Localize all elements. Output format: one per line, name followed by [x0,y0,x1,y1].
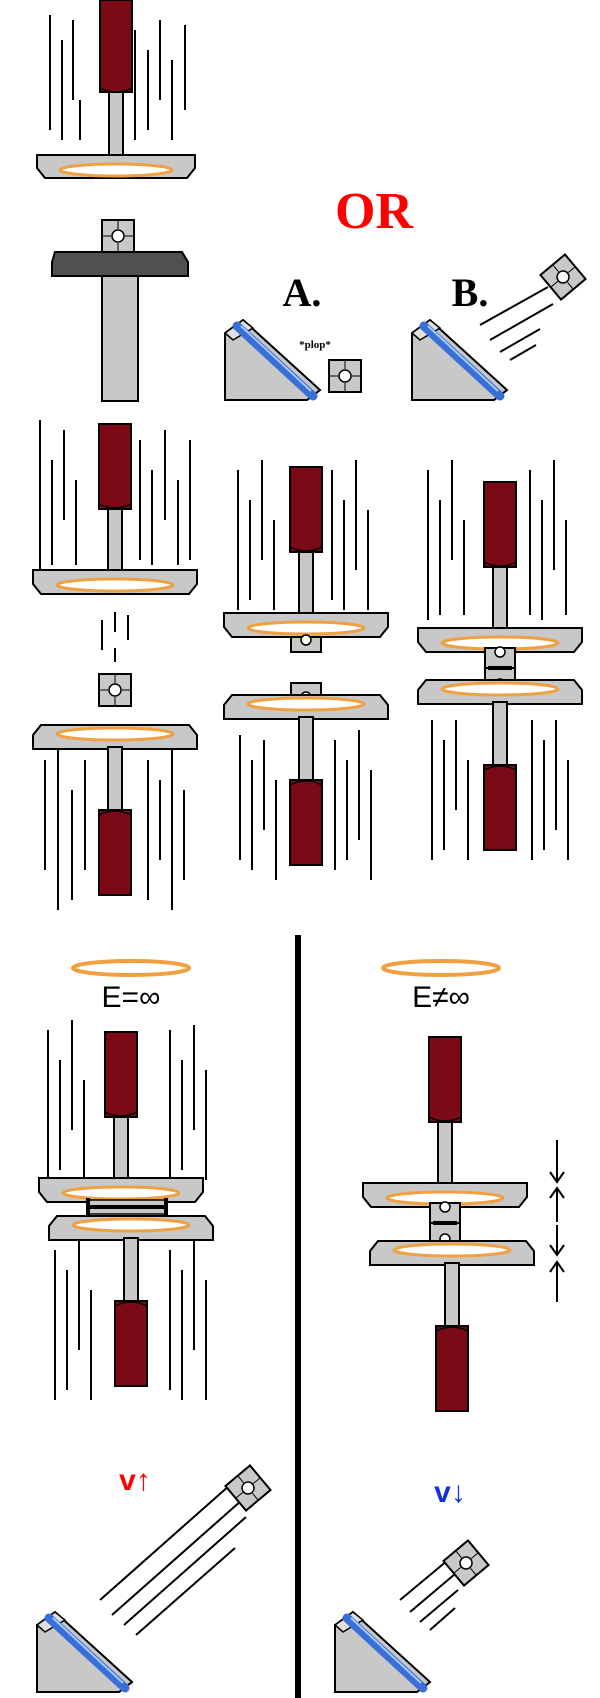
bottom-left-scene: E=∞ v↑ [37,959,272,1692]
velocity-up-label: v↑ [119,1464,151,1497]
motion-lines-icon [431,720,569,860]
cube-icon [101,219,135,253]
option-a: A. *plop* [225,270,362,400]
ramp-icon [37,1612,132,1692]
piston-icon [416,480,584,654]
cube-icon [539,253,587,301]
cube-icon [86,1198,168,1218]
piston-icon [31,422,199,596]
cube-icon [224,1464,272,1512]
motion-lines-icon [99,1484,247,1636]
bottom-right-scene: E≠∞ v↓ [335,959,565,1692]
portal-ring-icon [71,959,191,977]
velocity-down-label: v↓ [434,1476,466,1509]
cube-icon [328,359,362,393]
cube-icon [98,673,132,707]
cube-icon [429,1201,461,1245]
ramp-icon [335,1612,430,1692]
piston-icon [36,0,196,179]
motion-lines-icon [479,286,554,361]
motion-lines-icon [427,460,567,620]
piston-icon [37,1030,205,1204]
piston-icon [222,693,390,867]
option-b-label: B. [452,270,489,315]
energy-infinite-label: E=∞ [102,981,161,1014]
motion-lines-icon [237,460,369,610]
dark-pedestal [51,251,189,402]
option-a-label: A. [283,270,322,315]
ramp-icon [225,320,320,400]
motion-lines-icon [399,1559,459,1631]
plop-label: *plop* [299,339,331,351]
top-left-scene [36,0,196,402]
piston-icon [222,465,390,639]
middle-left-scene [31,420,199,910]
motion-lines-icon [49,15,186,140]
motion-lines-icon [47,1020,207,1180]
middle-center-scene [222,460,390,880]
motion-lines-icon [239,730,372,880]
ramp-icon [412,320,507,400]
portal-ring-icon [381,959,501,977]
cube-icon [290,634,322,703]
piston-icon [368,1239,536,1413]
energy-finite-label: E≠∞ [412,981,470,1014]
motion-lines-icon [44,740,185,910]
or-label: OR [335,183,414,240]
motion-lines-icon [39,420,191,662]
middle-right-scene [416,460,584,860]
arrow-icon [549,1140,565,1302]
motion-lines-icon [54,1240,207,1400]
piston-icon [416,678,584,852]
piston-icon [361,1035,529,1209]
piston-icon [47,1214,215,1388]
option-b: B. [412,253,587,400]
